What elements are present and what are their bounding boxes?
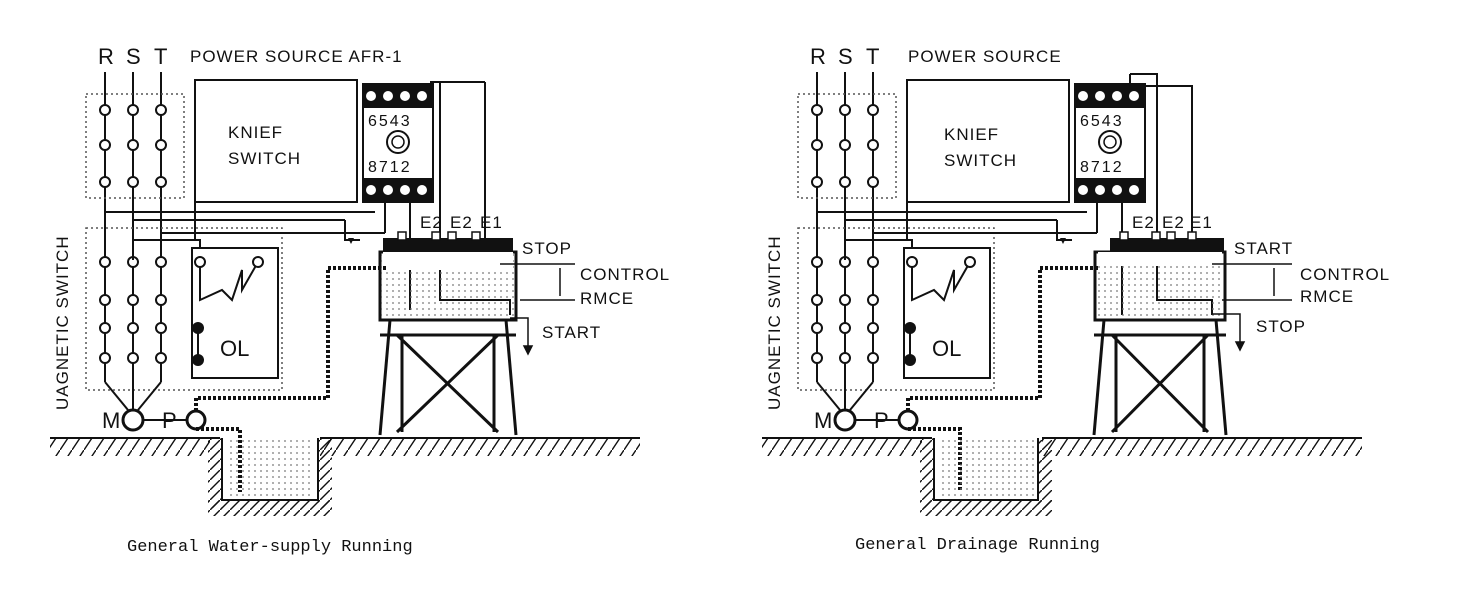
pump-symbol [897, 409, 919, 431]
ground-line [762, 437, 1362, 516]
lower-signal-label: STOP [1256, 317, 1306, 336]
overload-label: OL [932, 336, 961, 361]
control-range-markers [500, 263, 575, 356]
water-tank [378, 231, 518, 322]
overload-dot-bottom [192, 354, 204, 366]
phase-terminals [811, 104, 879, 364]
power-source-label: POWER SOURCE AFR-1 [190, 47, 403, 66]
magnetic-switch-enclosure [797, 227, 995, 391]
control-range-line1: CONTROL [1300, 265, 1390, 284]
electrode-e2a-label: E2 [1132, 213, 1155, 232]
motor-symbol [121, 408, 145, 432]
drain-pipe [906, 266, 1098, 492]
phase-terminals [99, 104, 167, 364]
relay-top-terminals: 6543 [368, 113, 412, 130]
control-range-line1: CONTROL [580, 265, 670, 284]
phase-lines [816, 72, 874, 382]
motor-wiring [816, 381, 874, 411]
magnetic-switch-enclosure [85, 227, 283, 391]
motor-label: M [814, 408, 832, 433]
water-tank [1093, 231, 1227, 322]
knife-switch-line2: SWITCH [944, 151, 1017, 170]
electrode-e2b-label: E2 [450, 213, 473, 232]
knife-switch-enclosure [797, 93, 897, 199]
phase-r-label: R [98, 44, 114, 69]
lower-signal-label: START [542, 323, 601, 342]
electrode-e1-label: E1 [1190, 213, 1213, 232]
power-source-label: POWER SOURCE [908, 47, 1062, 66]
pump-symbol [185, 409, 207, 431]
overload-box [191, 247, 279, 379]
pump-label: P [874, 408, 889, 433]
motor-label: M [102, 408, 120, 433]
phase-t-label: T [154, 44, 167, 69]
knife-switch-box [194, 79, 358, 203]
knife-switch-line1: KNIEF [944, 125, 999, 144]
tank-tower [378, 319, 518, 436]
electrode-e2b-label: E2 [1162, 213, 1185, 232]
ground-symbol [348, 238, 354, 244]
level-relay [1074, 83, 1146, 203]
caption-drainage: General Drainage Running [855, 536, 1100, 555]
overload-dot-bottom [904, 354, 916, 366]
control-range-markers [1212, 263, 1292, 352]
caption-water-supply: General Water-supply Running [127, 538, 413, 557]
phase-t-label: T [866, 44, 879, 69]
electrode-e2a-label: E2 [420, 213, 443, 232]
relay-top-terminals: 6543 [1080, 113, 1124, 130]
knife-switch-line1: KNIEF [228, 123, 283, 142]
upper-signal-label: START [1234, 239, 1293, 258]
drainage-diagram: R S T POWER SOURCE KNIEF SWITCH [762, 44, 1390, 516]
knife-switch-box [906, 79, 1070, 203]
control-range-line2: RMCE [580, 289, 634, 308]
water-supply-diagram: R S T POWER SOURCE AFR-1 KNIEF SWITCH [50, 44, 670, 516]
motor-wiring [104, 381, 162, 411]
magnetic-switch-label: UAGNETIC SWITCH [765, 235, 784, 410]
ground-symbol [1060, 238, 1066, 244]
overload-box [903, 247, 991, 379]
phase-r-label: R [810, 44, 826, 69]
phase-lines [104, 72, 162, 382]
knife-switch-enclosure [85, 93, 185, 199]
knife-switch-line2: SWITCH [228, 149, 301, 168]
relay-bottom-terminals: 8712 [1080, 159, 1124, 176]
overload-dot-top [192, 322, 204, 334]
magnetic-switch-label: UAGNETIC SWITCH [53, 235, 72, 410]
upper-signal-label: STOP [522, 239, 572, 258]
overload-contacts [906, 256, 976, 360]
pump-label: P [162, 408, 177, 433]
phase-s-label: S [838, 44, 853, 69]
electrode-e1-label: E1 [480, 213, 503, 232]
overload-dot-top [904, 322, 916, 334]
tank-tower [1092, 319, 1228, 436]
motor-symbol [833, 408, 857, 432]
relay-bottom-terminals: 8712 [368, 159, 412, 176]
control-range-line2: RMCE [1300, 287, 1354, 306]
phase-s-label: S [126, 44, 141, 69]
overload-label: OL [220, 336, 249, 361]
level-relay [362, 83, 434, 203]
ground-line [50, 437, 640, 516]
